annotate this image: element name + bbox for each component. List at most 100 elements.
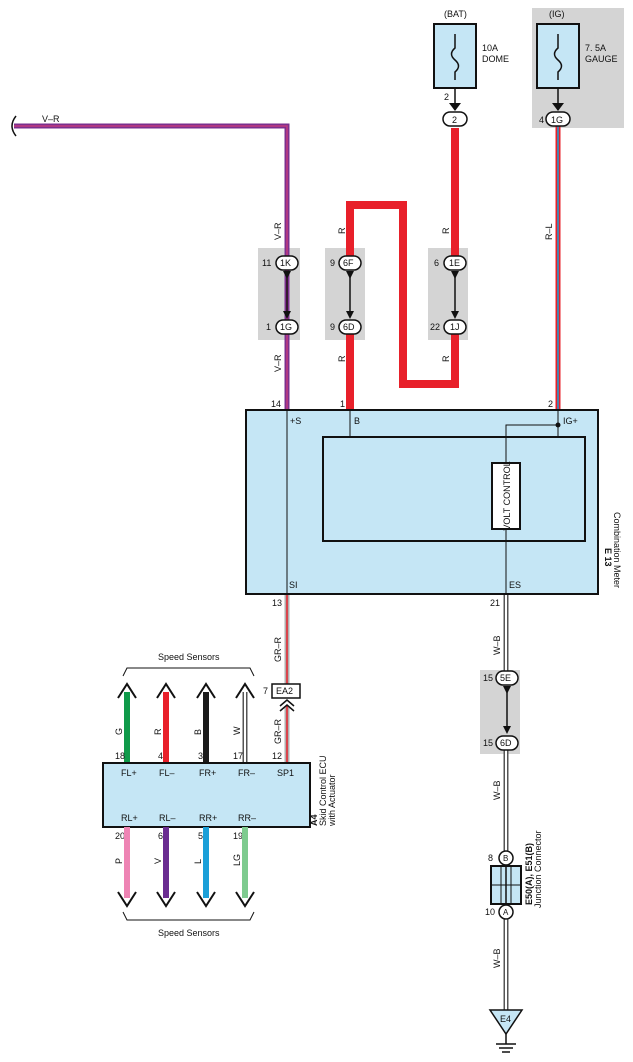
pin-21: 21 (490, 598, 500, 608)
wire-rr-minus-arrow (235, 891, 255, 908)
fuse-gauge-arrow (552, 103, 564, 111)
pin-19: 19 (233, 831, 243, 841)
connector-2-label: 2 (452, 115, 457, 125)
wires (11, 115, 561, 1010)
wire-label-fr-minus: W (232, 726, 242, 735)
ecu-fr-minus: FR– (238, 768, 255, 778)
connector-6d (338, 319, 362, 335)
pin-7: 7 (263, 686, 268, 696)
volt-control-label: VOLT CONTROL (502, 461, 512, 530)
wire-fr-minus-arrow (235, 682, 255, 699)
fuse-dome-name: DOME (482, 54, 509, 64)
pin-20: 20 (115, 831, 125, 841)
connector-6d-label: 6D (343, 322, 355, 332)
pin-22: 22 (430, 322, 440, 332)
connector-ea2-box (271, 683, 301, 699)
connector-1j-label: 1J (450, 322, 460, 332)
combination-meter: 14 1 2 VOLT CONTROL +S B IG+ SI ES E 13 … (245, 399, 622, 608)
ecu-name-1: Skid Control ECU (318, 755, 328, 826)
wire-label-wb-1: W–B (492, 635, 502, 655)
ecu-box (102, 762, 311, 828)
connector-1g-label: 1G (280, 322, 292, 332)
ecu-name-2: with Actuator (327, 774, 337, 827)
pin-8: 8 (488, 853, 493, 863)
wire-label-grr-upper: GR–R (273, 636, 283, 662)
pin-6: 6 (434, 258, 439, 268)
wire-fr-plus-arrow (196, 682, 216, 699)
ecu-rr-minus: RR– (238, 813, 256, 823)
wire-label-r-6f: R (337, 227, 347, 234)
wire-r-loop (346, 201, 459, 388)
wire-label-vr-lower: V–R (273, 354, 283, 372)
terminal-si: SI (289, 580, 298, 590)
junction-connector: 8 B 10 A E50(A), E51(B) Junction Connect… (485, 830, 543, 920)
speed-sensors-top-label: Speed Sensors (158, 652, 220, 662)
connector-2 (442, 111, 468, 127)
ecu-code: A4 (309, 814, 319, 826)
wire-label-rl-minus: V (153, 858, 163, 864)
connector-1k-label: 1K (280, 258, 291, 268)
pin-12: 12 (272, 751, 282, 761)
connector-6f-label: 6F (343, 258, 354, 268)
ecu-sp1: SP1 (277, 768, 294, 778)
connector-a-label: A (503, 908, 509, 917)
pin-5: 5 (198, 831, 203, 841)
junction-connectors-lower: 15 5E 15 6D (483, 670, 519, 751)
pin-17: 17 (233, 751, 243, 761)
pin-15a: 15 (483, 673, 493, 683)
wire-label-rr-plus: L (193, 859, 203, 864)
ground-triangle (488, 1009, 524, 1036)
wire-label-rr-minus: LG (232, 854, 242, 866)
wire-rl-minus-arrow (156, 891, 176, 908)
wire-vr-top (14, 123, 290, 410)
connector-ea2: 7 EA2 (263, 683, 301, 712)
junction-connectors-upper: 11 1K 1 1G 9 6F 9 6D 6 1E 22 1J (262, 255, 467, 335)
wire-label-fl-plus: G (114, 728, 124, 735)
wire-rl-plus-arrow (117, 891, 137, 908)
connector-a (498, 904, 514, 920)
connector-ea2-chevron (279, 699, 295, 712)
wire-label-vr-upper: V–R (273, 222, 283, 240)
connector-1e (443, 255, 467, 271)
connector-b-label: B (503, 854, 508, 863)
wire-rr-plus-arrow (196, 891, 216, 908)
pin-10: 10 (485, 907, 495, 917)
wire-break (11, 115, 17, 137)
terminal-s: +S (290, 416, 301, 426)
connector-1g-top-label: 1G (551, 115, 563, 125)
connector-ea2-label: EA2 (276, 686, 293, 696)
wire-label-rl-plus: P (114, 858, 124, 864)
pin-14: 14 (271, 399, 281, 409)
wire-label-fl-minus: R (153, 728, 163, 735)
fuse-dome-arrow (449, 103, 461, 111)
pin-4: 4 (158, 751, 163, 761)
pin-1-meter: 1 (340, 399, 345, 409)
fuse-gauge-name: GAUGE (585, 54, 618, 64)
connector-1g (275, 319, 299, 335)
fuse-dome-icon (450, 34, 460, 80)
wire-label-top-vr: V–R (42, 114, 60, 124)
wire-label-grr-lower: GR–R (273, 718, 283, 744)
junction-name: Junction Connector (533, 830, 543, 908)
pin-gauge-4: 4 (539, 115, 544, 125)
ecu-rr-plus: RR+ (199, 813, 217, 823)
connector-1k (275, 255, 299, 271)
wire-label-r-1e: R (441, 227, 451, 234)
bat-label: (BAT) (444, 9, 467, 19)
ecu-fl-minus: FL– (159, 768, 175, 778)
meter-code: E 13 (603, 548, 613, 567)
wire-label-r-6d: R (337, 355, 347, 362)
connector-6d-lower (495, 735, 519, 751)
meter-line-ig (505, 410, 559, 463)
fuse-gauge: (IG) 7. 5A GAUGE 4 1G (536, 9, 618, 127)
fuse-gauge-icon (553, 34, 563, 80)
pin-15b: 15 (483, 738, 493, 748)
wire-label-wb-2: W–B (492, 780, 502, 800)
speed-sensors-top-bracket (122, 667, 255, 677)
skid-control-ecu: Speed Sensors G R B W 18 4 3 17 12 FL+ F… (102, 652, 337, 938)
wire-label-wb-3: W–B (492, 948, 502, 968)
wire-label-r-1j: R (441, 355, 451, 362)
meter-name: Combination Meter (612, 512, 622, 588)
fuse-gauge-rating: 7. 5A (585, 43, 606, 53)
